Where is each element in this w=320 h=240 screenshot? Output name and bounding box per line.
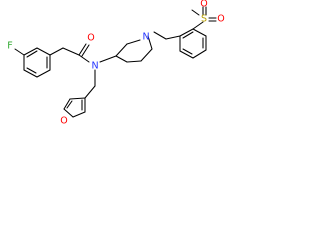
- furfuryl-linker: [84, 69, 96, 99]
- fluorine-label: F: [7, 41, 12, 52]
- sulfur-label: S: [201, 14, 207, 25]
- amide-oxygen-label: O: [87, 33, 94, 44]
- structure-diagram: F O N N O S O O: [7, 0, 224, 127]
- benzyl-linker: [153, 31, 181, 40]
- benzene-ring: [179, 28, 207, 59]
- sulfonyl-group: [191, 6, 217, 30]
- furan-ring: [63, 97, 86, 118]
- sulfonyl-oxygen-top-label: O: [200, 0, 207, 10]
- piperidine-ring: [115, 35, 153, 63]
- sulfonyl-oxygen-right-label: O: [217, 14, 224, 25]
- fluorophenyl-ring: [23, 47, 51, 78]
- acetyl-chain: [49, 43, 90, 63]
- furan-oxygen-label: O: [60, 116, 67, 127]
- amide-n-to-piperidine-bond: [99, 55, 117, 63]
- piperidine-nitrogen-label: N: [142, 32, 149, 43]
- amide-nitrogen-label: N: [91, 61, 98, 72]
- fluorine-bond: [14, 48, 25, 56]
